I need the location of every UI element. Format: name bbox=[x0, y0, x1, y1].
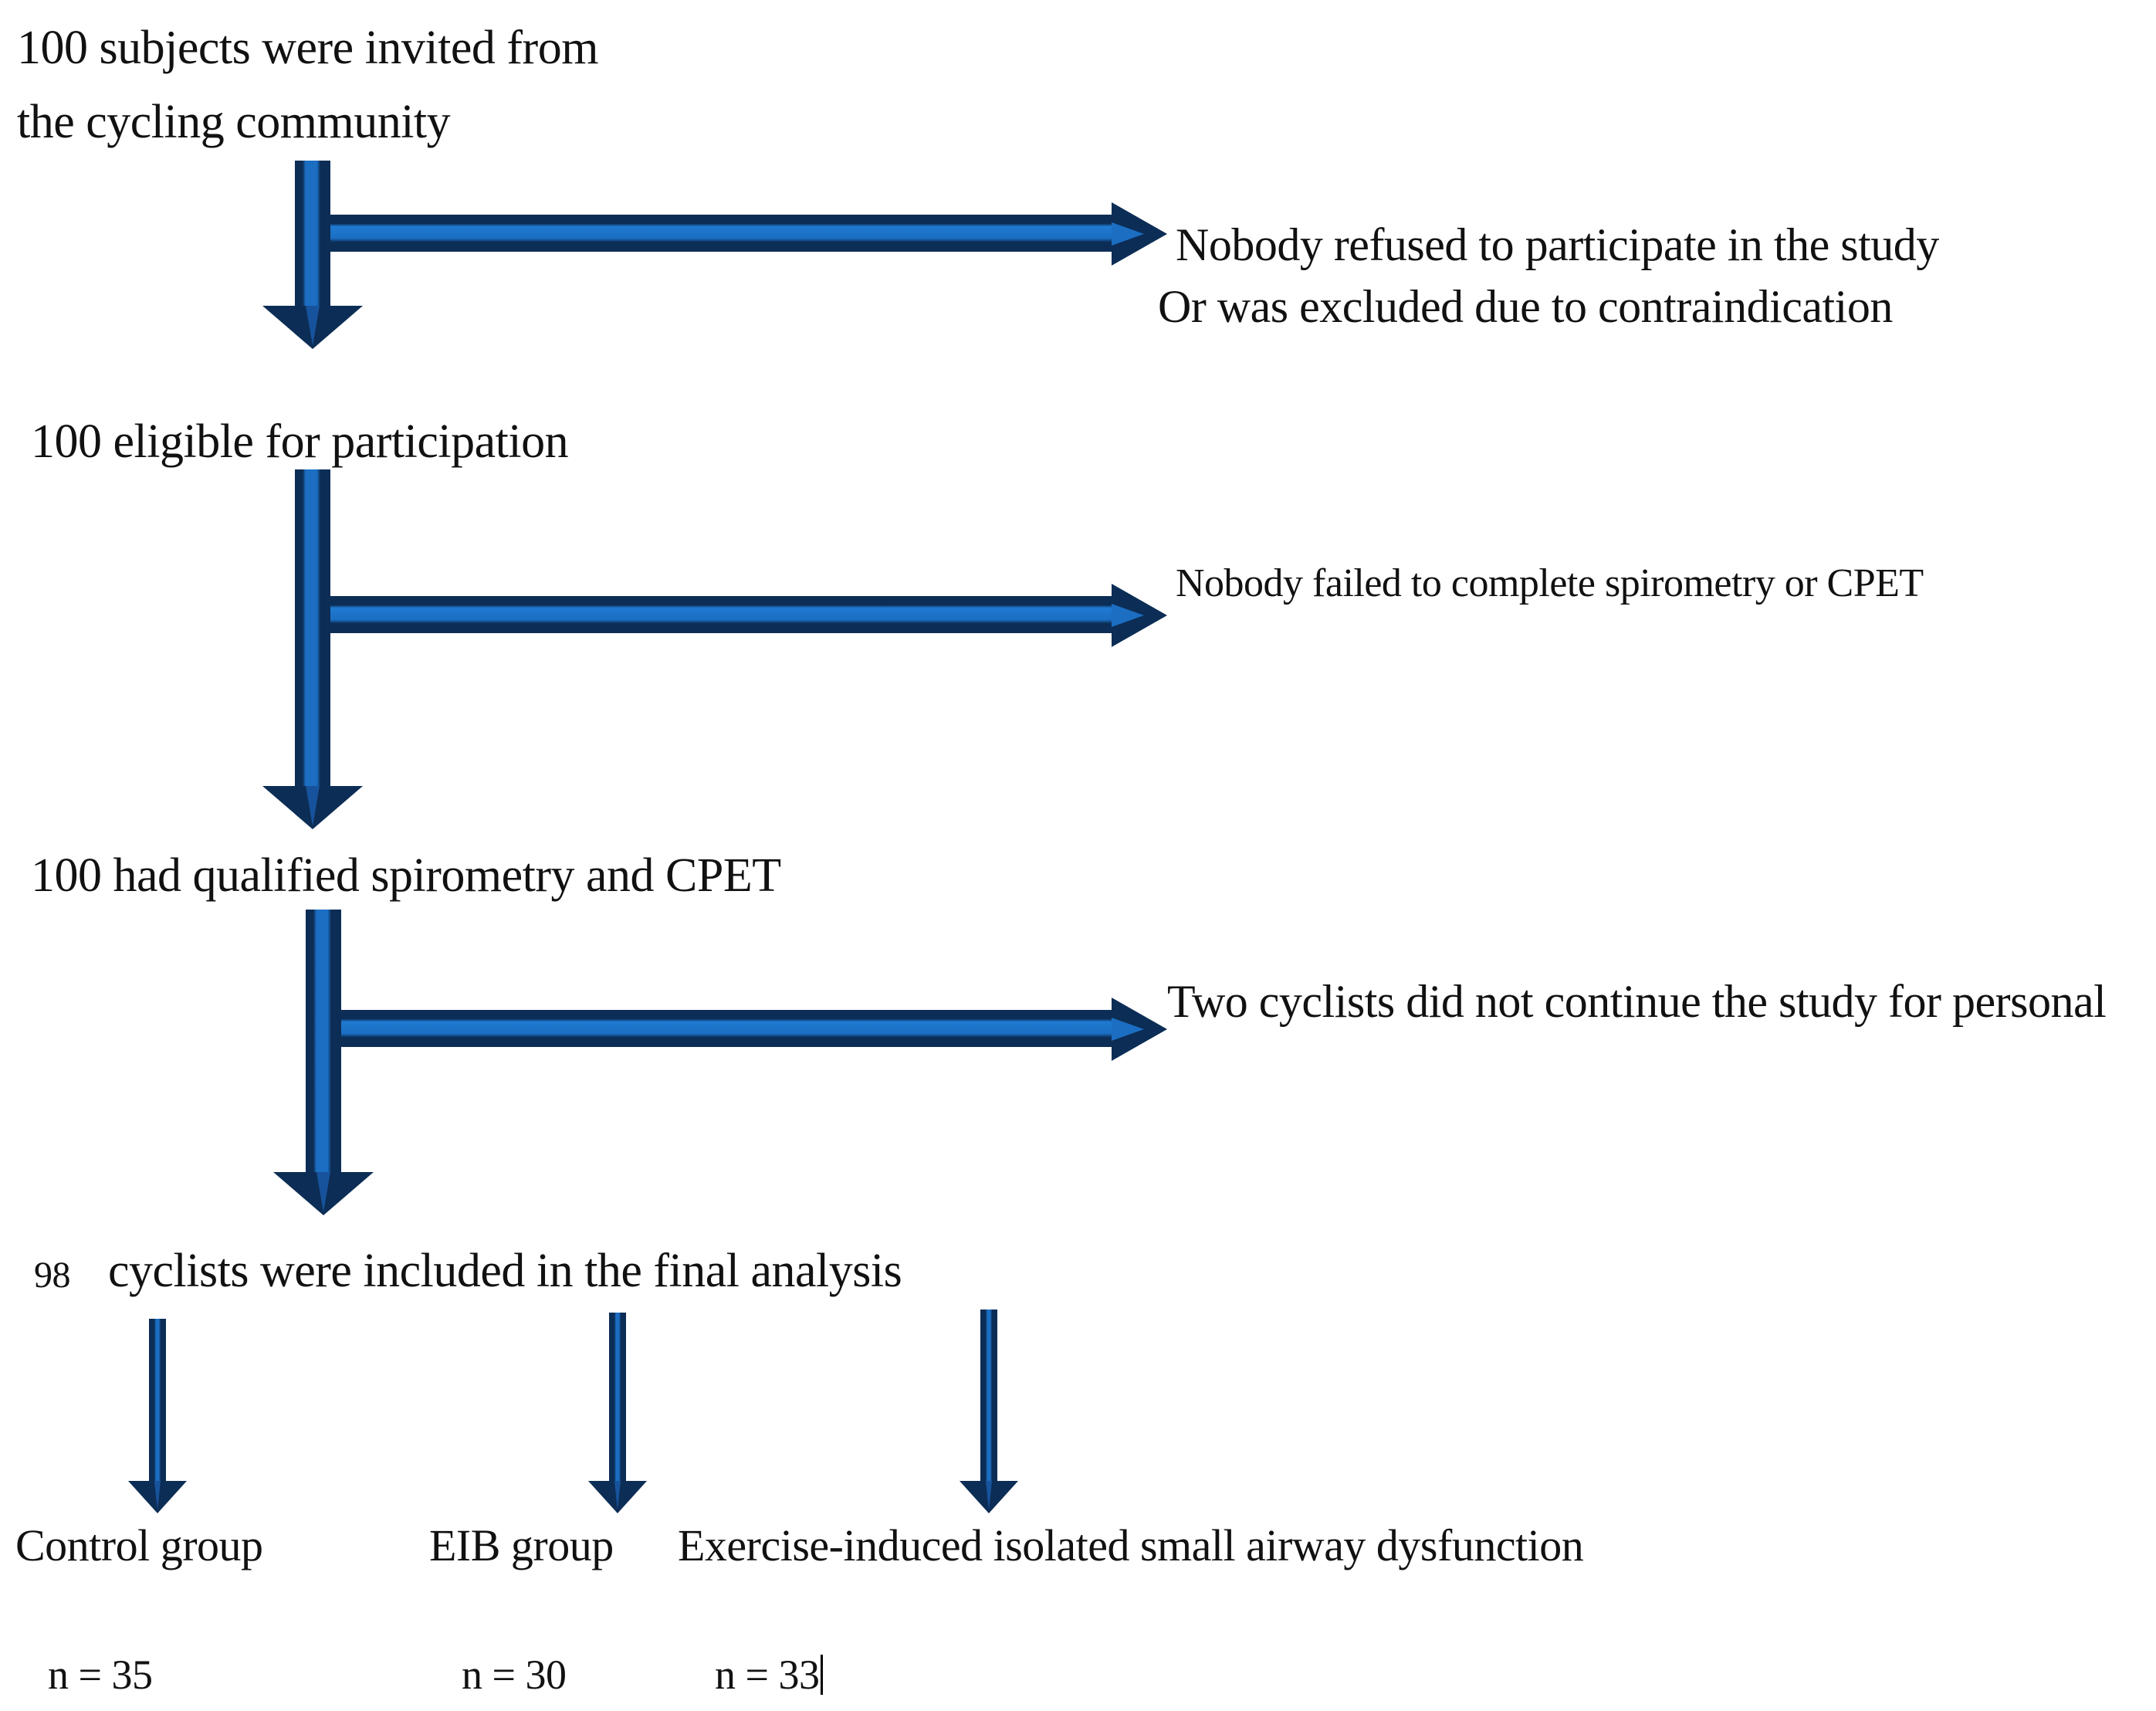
arrow-stage1-to-stage2 bbox=[262, 161, 363, 349]
group-label-control: Control group bbox=[15, 1520, 263, 1570]
exclusion1-line1: Nobody refused to participate in the stu… bbox=[1176, 219, 1939, 270]
group-n-eib: n = 30 bbox=[462, 1652, 567, 1698]
arrow-exclusion-2 bbox=[330, 584, 1167, 647]
arrow-exclusion-3 bbox=[341, 998, 1167, 1061]
exclusion2-line1: Nobody failed to complete spirometry or … bbox=[1176, 561, 1924, 605]
arrow-to-eisad-group bbox=[960, 1310, 1018, 1513]
group-n-eisad: n = 33 bbox=[715, 1648, 824, 1703]
exclusion1-line2: Or was excluded due to contraindication bbox=[1158, 281, 1893, 332]
stage4-count: 98 bbox=[34, 1255, 71, 1296]
arrow-to-eib-group bbox=[588, 1313, 647, 1513]
group-n-control: n = 35 bbox=[48, 1652, 153, 1698]
group-label-eib: EIB group bbox=[429, 1520, 614, 1570]
stage4-text: cyclists were included in the final anal… bbox=[108, 1245, 902, 1297]
arrow-stage3-to-stage4 bbox=[273, 910, 374, 1215]
arrow-stage2-to-stage3 bbox=[262, 469, 363, 829]
text-cursor bbox=[821, 1655, 824, 1695]
stage3-line1: 100 had qualified spirometry and CPET bbox=[31, 849, 781, 902]
stage1-line1: 100 subjects were invited from bbox=[17, 22, 598, 74]
group-label-eisad: Exercise-induced isolated small airway d… bbox=[678, 1520, 1584, 1570]
stage2-line1: 100 eligible for participation bbox=[31, 415, 569, 468]
arrow-to-control-group bbox=[128, 1319, 187, 1513]
stage1-line2: the cycling community bbox=[17, 96, 451, 148]
group-n-eisad-value: n = 33 bbox=[715, 1652, 820, 1698]
arrow-exclusion-1 bbox=[330, 202, 1167, 266]
exclusion3-line1: Two cyclists did not continue the study … bbox=[1167, 976, 2107, 1027]
